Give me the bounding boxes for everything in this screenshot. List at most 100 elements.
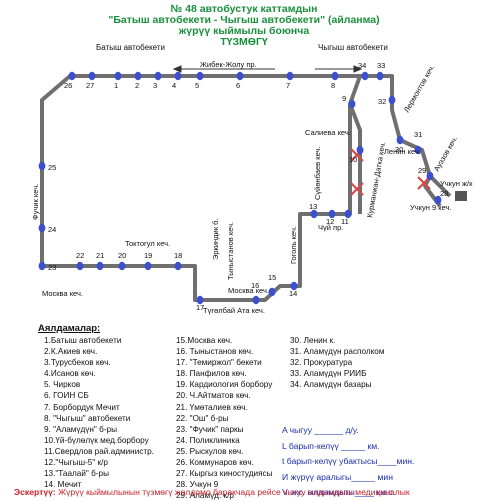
stop-number: 9: [342, 94, 346, 103]
route-stats: A чыгуу ______ д/у. L барып-келүү _____ к…: [282, 423, 414, 501]
label-moskva-mid: Москва кеч.: [228, 286, 269, 295]
stop-marker: [376, 71, 384, 81]
legend-item: 23. "Фучик" паркы: [176, 424, 244, 434]
legend-item: 9. "Аламүдүн" б-ры: [44, 424, 117, 434]
stop-marker: [68, 71, 76, 81]
legend-item: 26. Коммунаров көч.: [176, 458, 254, 468]
stat-line: L барып-келүү _____ км.: [282, 440, 380, 451]
note-text: Жүрүү кыймылынын түзмөгү жолдомо баракча…: [55, 487, 410, 497]
stop-marker: [286, 71, 294, 81]
stop-marker: [426, 171, 434, 181]
uchkun-terminal-icon: [455, 191, 467, 201]
stat-line: A чыгуу ______ д/у.: [282, 425, 359, 435]
stop-marker: [290, 281, 298, 291]
legend-item: 33. Аламүдүн РИИБ: [290, 369, 367, 379]
direction-arrow-icon: [172, 65, 275, 73]
legend-item: 10.Үй-бүлөлүк мед.борбору: [44, 435, 149, 445]
legend-item: 18. Панфилов көч.: [176, 369, 247, 379]
stop-number: 19: [144, 251, 152, 260]
stop-number: 10: [349, 155, 357, 164]
legend-item: 5. Чирков: [44, 380, 81, 390]
legend-item: 15.Москва көч.: [176, 336, 233, 345]
stop-number: 3: [153, 81, 157, 90]
stop-marker: [96, 261, 104, 271]
legend-item: 24. Поликлиника: [176, 435, 240, 445]
stop-number: 21: [96, 251, 104, 260]
label-zhibek-zholu: Жибек-Жолу пр.: [200, 60, 257, 69]
stop-number: 7: [286, 81, 290, 90]
stop-number: 32: [378, 97, 386, 106]
stop-number: 5: [195, 81, 199, 90]
stop-marker: [236, 71, 244, 81]
stop-number: 26: [64, 81, 72, 90]
label-west-station: Батыш автобекети: [96, 43, 165, 52]
stop-marker: [38, 261, 46, 271]
stop-marker: [154, 71, 162, 81]
title-line-4: ТҮЗМӨГҮ: [220, 36, 268, 48]
legend-item: 8. "Чыгыш" автобекети: [44, 413, 131, 423]
label-east-station: Чыгыш автобекети: [318, 43, 388, 52]
label-auezov: Ауэзов кеч.: [432, 135, 459, 173]
stop-number: 1: [114, 81, 118, 90]
legend-item: 30. Ленин к.: [290, 336, 336, 345]
label-lenin: Ленин кеч.: [384, 147, 421, 156]
legend-item: 32. Прокуратура: [290, 358, 353, 368]
stop-marker: [196, 295, 204, 305]
stat-line: t барып-келүү убактысы____мин.: [282, 456, 415, 466]
stop-marker: [118, 261, 126, 271]
label-fuchik: Фучик кеч.: [31, 184, 40, 220]
legend-item: 12."Чыгыш-5" к/р: [44, 458, 108, 468]
stat-line: И жүрүү аралыгы_____ мин: [282, 471, 393, 482]
stop-number: 20: [118, 251, 126, 260]
stop-number: 29: [418, 166, 426, 175]
label-kurmanzhan: Курманжан-Датка кеч.: [365, 141, 387, 218]
stop-number: 16: [251, 281, 259, 290]
label-moskva-left: Москва кеч.: [42, 289, 83, 298]
stop-number: 24: [48, 225, 56, 234]
stop-number: 23: [48, 263, 56, 272]
legend-item: 31. Аламүдүн располком: [290, 347, 385, 357]
direction-arrow-icon: [315, 65, 363, 73]
stop-marker: [134, 71, 142, 81]
label-chuy: Чүй пр.: [318, 223, 343, 232]
legend-item: 20. Ч.Айтматов көч.: [176, 391, 251, 401]
title-line-3: жүрүү кыймылы боюнча: [178, 25, 310, 37]
legend-item: 1.Батыш автобекети: [44, 336, 122, 345]
legend-item: 34. Аламүдүн базары: [290, 380, 372, 390]
stop-marker: [174, 71, 182, 81]
stop-marker: [88, 71, 96, 81]
legend-item: 7. Борбордук Мечит: [44, 402, 120, 412]
stop-marker: [38, 223, 46, 233]
stop-marker: [434, 195, 442, 205]
stop-number: 31: [414, 130, 422, 139]
legend-item: 2.К.Акиев көч.: [44, 347, 98, 357]
stop-number: 13: [309, 202, 317, 211]
stop-number: 22: [76, 251, 84, 260]
stat-line: V экс. ылдамдыгы____ км.с.: [282, 487, 396, 497]
label-gogol: Гоголь кеч.: [289, 226, 298, 264]
stop-marker: [414, 145, 422, 155]
stop-marker: [310, 209, 318, 219]
legend-item: 22. "Ош" б-ры: [176, 413, 229, 423]
stop-number: 14: [289, 289, 297, 298]
legend-item: 6. ГОИН СБ: [44, 391, 89, 401]
legend-heading: Аялдамалар:: [38, 323, 101, 334]
stop-marker: [388, 95, 396, 105]
stop-marker: [144, 261, 152, 271]
stop-number: 30: [395, 145, 403, 154]
legend-item: 16. Тыныстанов көч.: [176, 347, 254, 357]
legend-item: 14. Мечит: [44, 480, 82, 490]
stop-number: 34: [358, 61, 366, 70]
stop-marker: [396, 135, 404, 145]
label-erkindik: Эркиндик б.: [211, 219, 220, 260]
stop-marker: [328, 209, 336, 219]
stop-marker: [174, 261, 182, 271]
legend-item: 4.Исанов көч.: [44, 369, 96, 379]
stop-number: 8: [331, 81, 335, 90]
label-suronbaev: Сүйөнбаев кеч.: [313, 147, 322, 200]
stop-number: 33: [377, 61, 385, 70]
stop-number: 4: [172, 81, 176, 90]
legend-item: 25. Рыскулов көч.: [176, 446, 244, 456]
